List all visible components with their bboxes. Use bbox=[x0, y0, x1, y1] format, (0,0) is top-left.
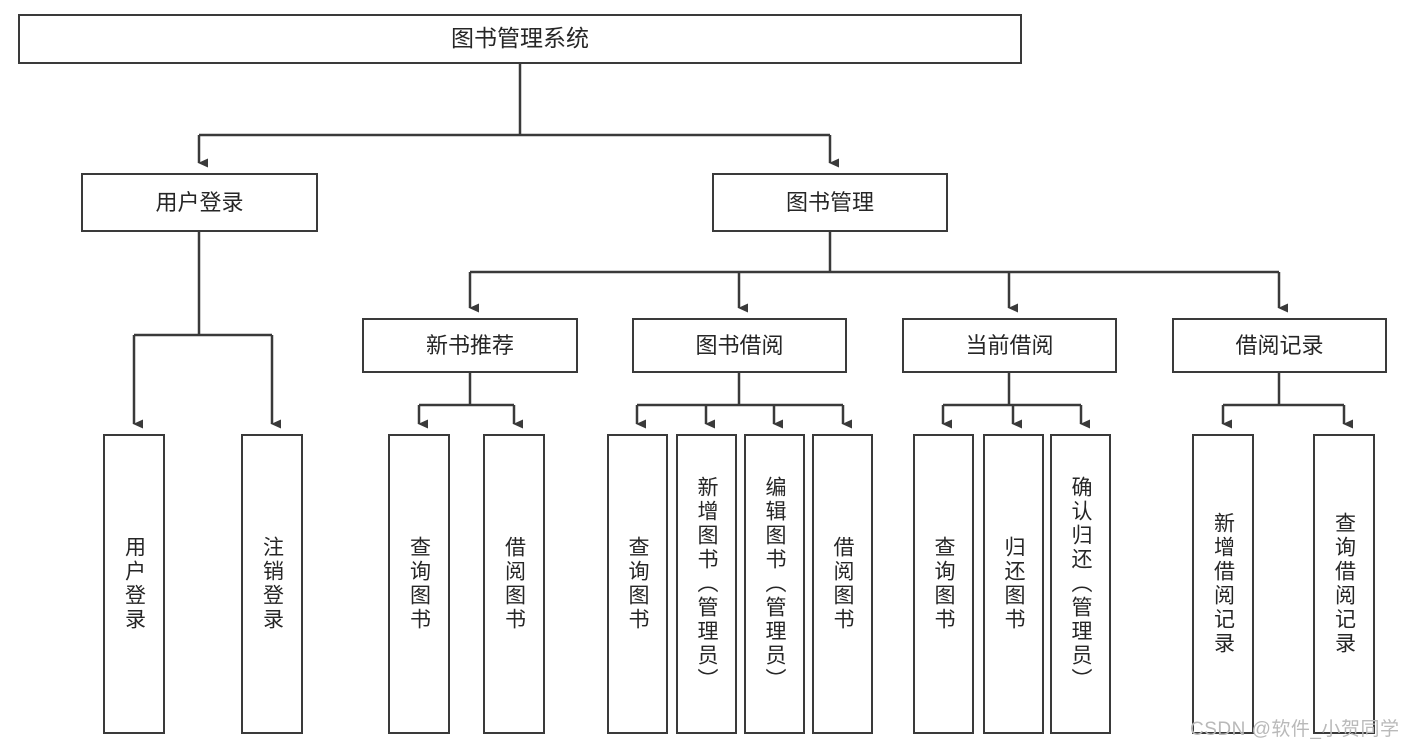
node-root-system-label: 图书管理系统 bbox=[451, 25, 589, 52]
node-current-borrow-label: 当前借阅 bbox=[965, 332, 1054, 358]
node-leaf-borrow-edit-book[interactable]: 编辑图书（管理员） bbox=[744, 434, 805, 734]
node-book-manage[interactable]: 图书管理 bbox=[712, 173, 948, 232]
node-leaf-record-query-label: 查询借阅记录 bbox=[1332, 512, 1356, 656]
node-leaf-borrow-edit-book-label: 编辑图书（管理员） bbox=[763, 476, 786, 692]
node-leaf-borrow-query-book[interactable]: 查询图书 bbox=[607, 434, 668, 734]
node-leaf-current-return-book[interactable]: 归还图书 bbox=[983, 434, 1044, 734]
node-new-book-recommend-label: 新书推荐 bbox=[425, 332, 514, 358]
node-new-book-recommend[interactable]: 新书推荐 bbox=[362, 318, 578, 373]
node-leaf-current-confirm-return-label: 确认归还（管理员） bbox=[1069, 476, 1092, 692]
node-leaf-current-query-book-label: 查询图书 bbox=[932, 536, 955, 632]
node-leaf-new-borrow-book-label: 借阅图书 bbox=[502, 536, 526, 632]
node-book-borrow[interactable]: 图书借阅 bbox=[632, 318, 847, 373]
node-leaf-user-login-label: 用户登录 bbox=[122, 536, 146, 632]
node-leaf-current-confirm-return[interactable]: 确认归还（管理员） bbox=[1050, 434, 1111, 734]
node-user-login-label: 用户登录 bbox=[155, 189, 244, 215]
node-leaf-user-logout-label: 注销登录 bbox=[260, 536, 284, 632]
node-leaf-record-add[interactable]: 新增借阅记录 bbox=[1192, 434, 1254, 734]
csdn-watermark: CSDN @软件_小贺同学 bbox=[1190, 719, 1400, 740]
node-current-borrow[interactable]: 当前借阅 bbox=[902, 318, 1117, 373]
node-leaf-record-add-label: 新增借阅记录 bbox=[1211, 512, 1235, 656]
node-leaf-current-return-book-label: 归还图书 bbox=[1002, 536, 1025, 632]
node-leaf-new-borrow-book[interactable]: 借阅图书 bbox=[483, 434, 545, 734]
node-leaf-new-query-book[interactable]: 查询图书 bbox=[388, 434, 450, 734]
node-leaf-borrow-do-book-label: 借阅图书 bbox=[831, 536, 854, 632]
node-leaf-user-login[interactable]: 用户登录 bbox=[103, 434, 165, 734]
node-root-system[interactable]: 图书管理系统 bbox=[18, 14, 1022, 64]
node-leaf-new-query-book-label: 查询图书 bbox=[407, 536, 431, 632]
node-leaf-borrow-query-book-label: 查询图书 bbox=[626, 536, 649, 632]
node-borrow-record-label: 借阅记录 bbox=[1235, 332, 1324, 358]
node-leaf-current-query-book[interactable]: 查询图书 bbox=[913, 434, 974, 734]
node-leaf-borrow-do-book[interactable]: 借阅图书 bbox=[812, 434, 873, 734]
node-leaf-record-query[interactable]: 查询借阅记录 bbox=[1313, 434, 1375, 734]
node-leaf-borrow-add-book[interactable]: 新增图书（管理员） bbox=[676, 434, 737, 734]
node-borrow-record[interactable]: 借阅记录 bbox=[1172, 318, 1387, 373]
node-leaf-borrow-add-book-label: 新增图书（管理员） bbox=[695, 476, 718, 692]
node-book-borrow-label: 图书借阅 bbox=[695, 332, 784, 358]
node-user-login[interactable]: 用户登录 bbox=[81, 173, 318, 232]
node-book-manage-label: 图书管理 bbox=[785, 189, 874, 215]
node-leaf-user-logout[interactable]: 注销登录 bbox=[241, 434, 303, 734]
